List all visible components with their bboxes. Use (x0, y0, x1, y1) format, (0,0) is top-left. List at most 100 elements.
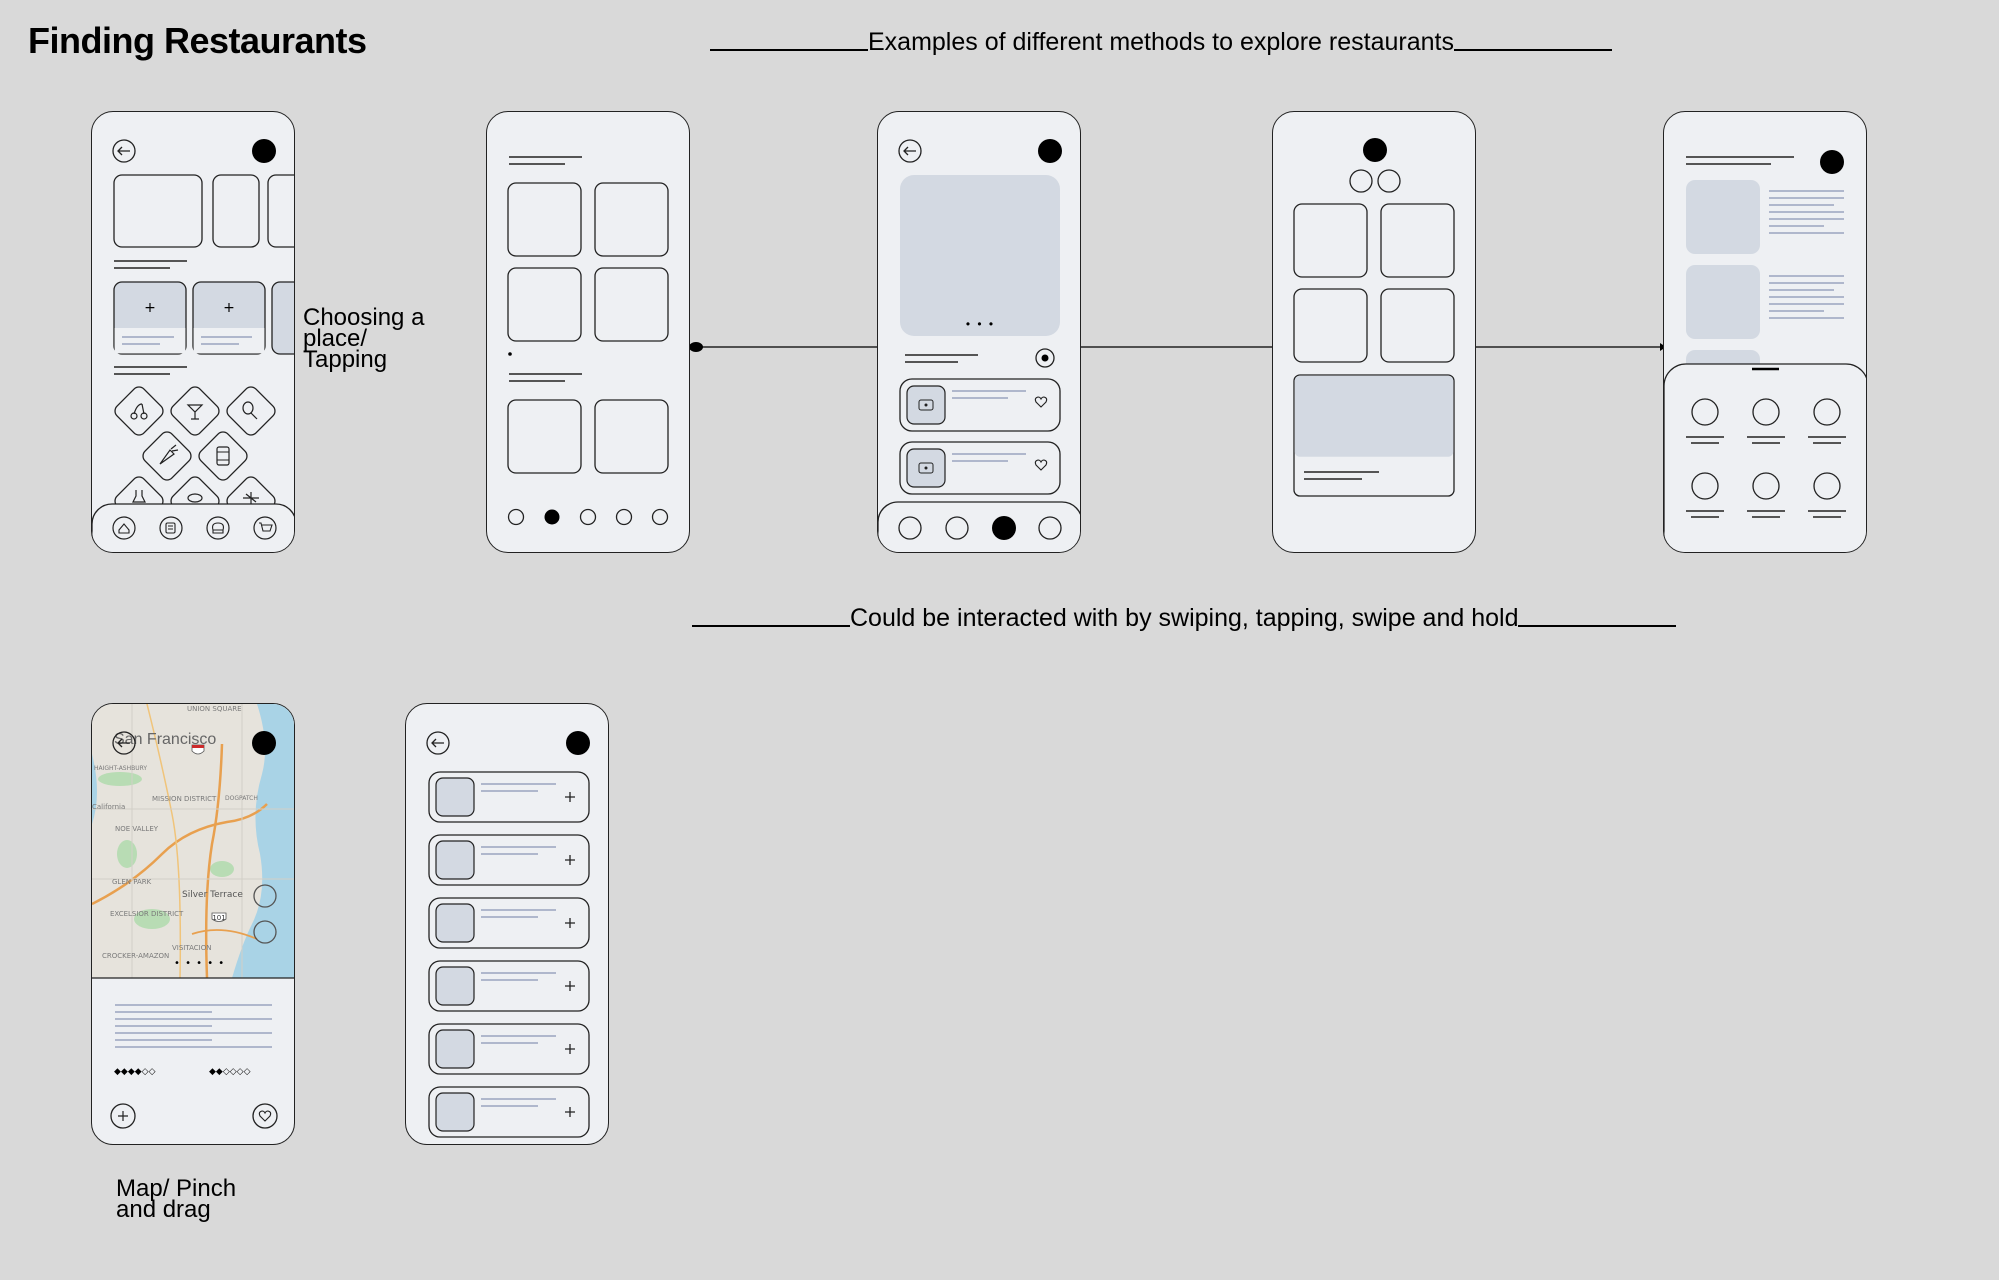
list-item[interactable] (428, 771, 590, 823)
list-item[interactable] (428, 960, 590, 1012)
phone-bottom-sheet (1663, 111, 1867, 553)
can-icon[interactable] (196, 429, 250, 483)
carousel-dots: • • • (965, 317, 996, 331)
profile-avatar-icon[interactable] (252, 731, 276, 755)
profile-avatar-icon[interactable] (1820, 150, 1844, 174)
map-label: UNION SQUARE (187, 705, 242, 713)
plus-icon (565, 981, 575, 991)
map-label: HAIGHT-ASHBURY (94, 765, 147, 772)
rating-indicator: ◆◆◇◇◇◇ (209, 1067, 251, 1077)
radio-target-icon[interactable] (1035, 348, 1055, 368)
list-item[interactable] (428, 834, 590, 886)
list-item[interactable] (428, 1023, 590, 1075)
profile-avatar-icon[interactable] (1363, 138, 1387, 162)
phone-grid-carousel (486, 111, 690, 553)
list-item[interactable] (899, 441, 1061, 495)
svg-text:+: + (223, 300, 235, 316)
back-arrow-icon[interactable] (898, 139, 922, 163)
back-arrow-icon[interactable] (112, 139, 136, 163)
featured-card[interactable] (212, 174, 260, 248)
phone-profile-screen (1293, 138, 1455, 497)
page-title: Finding Restaurants (28, 20, 367, 61)
phone-add-list-screen (426, 731, 590, 1138)
grid-card[interactable] (1293, 288, 1368, 363)
place-description (115, 1004, 272, 1048)
plus-icon[interactable] (110, 1103, 136, 1129)
bottom-sheet[interactable] (1664, 363, 1867, 553)
heading-rule-left (692, 611, 850, 627)
map-label: DOGPATCH (225, 795, 258, 802)
hero-image-placeholder[interactable] (900, 175, 1060, 336)
profile-avatar-icon[interactable] (566, 731, 590, 755)
follow-circle[interactable] (1377, 169, 1401, 193)
map-zoom-control[interactable] (253, 884, 277, 908)
add-item-card[interactable] (271, 281, 295, 355)
bottom-nav-tabs[interactable] (898, 516, 1062, 540)
caption-map: Map/ Pinch and drag (116, 1175, 237, 1223)
connector-start-dot (689, 342, 703, 352)
map-label: NOE VALLEY (115, 825, 159, 833)
section-heading-examples: Examples of different methods to explore… (710, 28, 1612, 57)
grid-card[interactable] (1380, 203, 1455, 278)
section-heading-interactions: Could be interacted with by swiping, tap… (692, 604, 1677, 633)
grid-card[interactable] (507, 267, 582, 342)
cart-icon[interactable] (253, 516, 277, 540)
list-item[interactable] (899, 378, 1061, 432)
add-item-card[interactable]: + (192, 281, 266, 355)
cocktail-icon[interactable] (168, 384, 222, 438)
svg-text:101: 101 (212, 914, 225, 922)
heading-examples-text: Examples of different methods to explore… (868, 28, 1454, 56)
heading-rule-right (1453, 35, 1612, 51)
bottom-nav-bar (878, 501, 1080, 552)
plus-icon (565, 855, 575, 865)
heading-rule-right (1518, 611, 1677, 627)
grid-card[interactable] (1380, 288, 1455, 363)
featured-card[interactable] (113, 174, 203, 248)
map-page-dots: • • • • • (174, 958, 225, 969)
small-dot (508, 352, 512, 356)
drumstick-icon[interactable] (224, 384, 278, 438)
follow-circle[interactable] (1349, 169, 1373, 193)
phone-sheet-screen (1664, 150, 1867, 553)
map-label: GLEN PARK (112, 878, 152, 886)
phone-map: 101 UNION SQUARE HAIGHT-ASHBURY MISSION … (91, 703, 295, 1145)
map-label: CROCKER-AMAZON (102, 952, 169, 960)
grid-card[interactable] (594, 399, 669, 474)
featured-card[interactable] (267, 174, 295, 248)
grid-card[interactable] (1293, 203, 1368, 278)
heart-icon[interactable] (252, 1103, 278, 1129)
list-item[interactable] (1686, 180, 1844, 254)
home-icon[interactable] (112, 516, 136, 540)
map-label: VISITACION (172, 944, 211, 952)
carrot-icon[interactable] (140, 429, 194, 483)
list-item[interactable] (428, 897, 590, 949)
list-item[interactable] (1686, 265, 1844, 339)
profile-avatar-icon[interactable] (252, 139, 276, 163)
map-city-label: San Francisco (114, 731, 216, 748)
cherry-icon[interactable] (112, 384, 166, 438)
add-item-card[interactable]: + (113, 281, 187, 355)
grid-card[interactable] (594, 267, 669, 342)
phone-profile-grid (1272, 111, 1476, 553)
grid-card[interactable] (507, 399, 582, 474)
caption-choosing: Choosing a place/ Tapping (303, 304, 425, 373)
profile-avatar-icon[interactable] (1038, 139, 1062, 163)
phone-detail: • • • (877, 111, 1081, 553)
grid-card[interactable] (507, 182, 582, 257)
map-zoom-control[interactable] (253, 920, 277, 944)
back-arrow-icon[interactable] (112, 731, 136, 755)
bottom-nav-bar (92, 503, 294, 552)
plus-icon (565, 1107, 575, 1117)
heart-icon (1034, 396, 1048, 408)
plus-icon (565, 918, 575, 928)
map-label: Silver Terrace (182, 890, 243, 900)
map-label: MISSION DISTRICT (152, 795, 217, 803)
list-item[interactable] (428, 1086, 590, 1138)
chef-hat-icon[interactable] (206, 516, 230, 540)
page-indicator[interactable] (507, 508, 669, 526)
grid-card[interactable] (594, 182, 669, 257)
wide-card[interactable] (1293, 374, 1455, 497)
heart-icon (1034, 459, 1048, 471)
back-arrow-icon[interactable] (426, 731, 450, 755)
menu-icon[interactable] (159, 516, 183, 540)
